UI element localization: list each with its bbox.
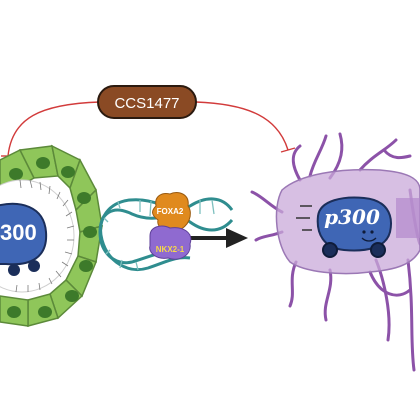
neuroendocrine-cell: p300 (250, 132, 420, 372)
epithelial-cells (0, 144, 103, 327)
wheel-left (322, 242, 338, 258)
neurites (250, 132, 420, 372)
wheel-right (370, 242, 386, 258)
left-p300-protein: 300 (0, 202, 48, 276)
axon-hillock (396, 198, 420, 238)
nkx21-label: NKX2-1 (156, 245, 185, 254)
transcription-arrowhead (226, 228, 248, 248)
right-inhibition-bar (280, 147, 296, 153)
left-inhibition-line (7, 101, 101, 157)
foxa2-factor: FOXA2 (152, 192, 191, 233)
drug-pill: CCS1477 (97, 85, 197, 119)
right-p300-protein: p300 (316, 196, 392, 258)
dna-helix (98, 197, 248, 271)
left-p300-label: 300 (0, 220, 37, 245)
smiley-face (361, 230, 377, 242)
nuclei (7, 157, 97, 318)
epithelial-organoid: 300 (0, 144, 103, 327)
right-p300-label: p300 (324, 205, 380, 229)
right-inhibition-line (195, 101, 289, 151)
microvilli (15, 179, 75, 293)
drug-label: CCS1477 (114, 95, 179, 112)
inhibition-arcs (1, 101, 296, 157)
foxa2-label: FOXA2 (157, 207, 184, 216)
nkx21-factor: NKX2-1 (149, 225, 192, 260)
motion-lines (296, 205, 312, 231)
